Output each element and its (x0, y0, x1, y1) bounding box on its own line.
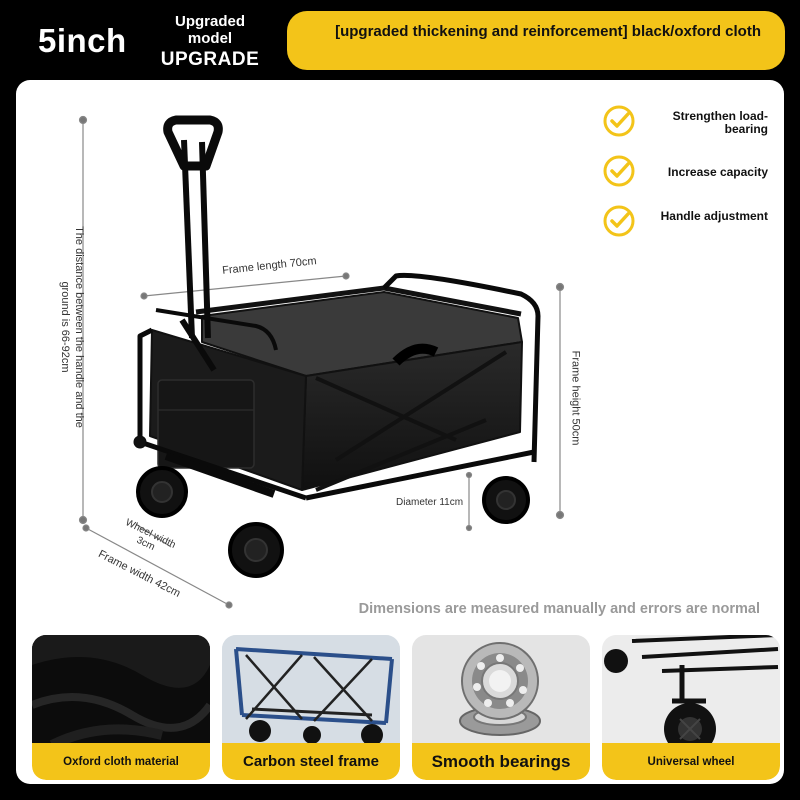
size-label: 5inch (38, 22, 127, 59)
wagon-illustration (78, 115, 565, 609)
dimension-lines (78, 115, 565, 609)
check-circle-icon (603, 205, 635, 237)
card-universal-wheel: Universal wheel (602, 635, 780, 780)
wagon (133, 115, 541, 578)
handle-height-label: The distance between the handle and the … (59, 226, 85, 428)
card-caption: Oxford cloth material (32, 743, 210, 780)
check-circle-icon (603, 155, 635, 187)
feature-item: Increase capacity (602, 152, 774, 202)
bearing-image (412, 635, 590, 745)
feature-item: Handle adjustment (602, 202, 774, 252)
wheel-front-right (228, 522, 284, 578)
check-circle-icon (603, 105, 635, 137)
oxford-cloth-image (32, 635, 210, 745)
badge-line-1: Upgraded (174, 13, 245, 30)
feature-label: Strengthen load-bearing (672, 109, 768, 136)
feature-cards: Oxford cloth material Carbon steel frame (16, 635, 784, 784)
feature-label: Handle adjustment (660, 209, 768, 223)
wheel-diameter-label: Diameter 11cm (396, 497, 464, 508)
card-caption: Carbon steel frame (222, 743, 400, 780)
wheel-front-left (136, 466, 188, 518)
card-oxford-cloth: Oxford cloth material (32, 635, 210, 780)
measurement-note: Dimensions are measured manually and err… (358, 601, 760, 617)
headline-banner: [upgraded thickening and reinforcement] … (287, 11, 785, 70)
header: 5inch Upgraded model UPGRADE [upgraded t… (0, 0, 800, 80)
steel-frame-image (222, 635, 400, 745)
product-panel: The distance between the handle and the … (16, 80, 784, 784)
feature-label: Increase capacity (667, 165, 768, 179)
card-carbon-steel: Carbon steel frame (222, 635, 400, 780)
card-caption: Universal wheel (602, 743, 780, 780)
feature-item: Strengthen load-bearing (602, 102, 774, 152)
universal-wheel-image (602, 635, 780, 745)
upgrade-badge: Upgraded model UPGRADE (160, 13, 260, 71)
badge-line-3: UPGRADE (160, 49, 260, 70)
badge-line-2: model (187, 29, 233, 47)
frame-height-label: Frame height 50cm (569, 350, 582, 446)
wheel-back-right (482, 476, 530, 524)
card-caption: Smooth bearings (412, 743, 590, 780)
headline-text: [upgraded thickening and reinforcement] … (335, 23, 761, 40)
card-bearings: Smooth bearings (412, 635, 590, 780)
feature-list: Strengthen load-bearing Increase capacit… (602, 102, 774, 252)
wheel-back-left (133, 435, 147, 449)
